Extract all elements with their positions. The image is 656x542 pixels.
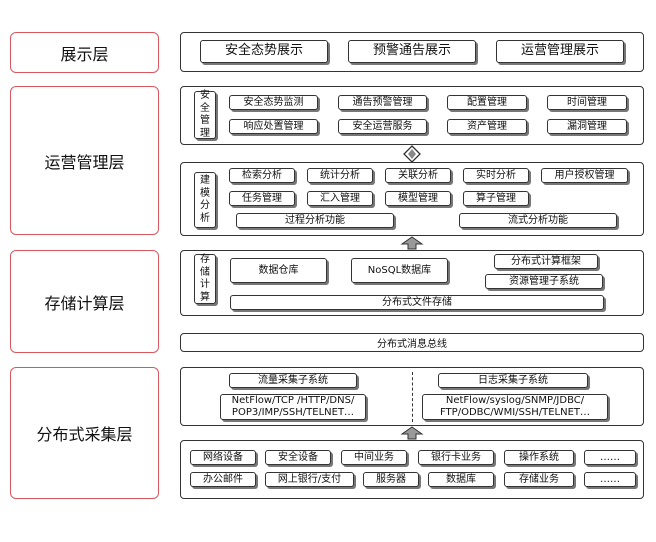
module-dist-file-storage: 分布式文件存储 xyxy=(230,295,604,310)
flow-collector-title: 流量采集子系统 xyxy=(229,373,357,388)
storage-compute-label-char: 计 xyxy=(200,279,210,290)
module-asset-mgmt: 资产管理 xyxy=(447,119,527,134)
module-alert-notice-mgmt: 通告预警管理 xyxy=(338,95,427,110)
module-nosql-db: NoSQL数据库 xyxy=(351,258,448,283)
module-realtime-analysis: 实时分析 xyxy=(463,168,529,183)
security-mgmt-label-char: 全 xyxy=(200,102,210,114)
module-stream-analysis: 流式分析功能 xyxy=(459,213,617,228)
bidirectional-arrow-icon xyxy=(403,145,421,163)
data-sources-panel xyxy=(180,440,644,499)
module-response-mgmt: 响应处置管理 xyxy=(229,119,318,134)
layer-label-collection: 分布式采集层 xyxy=(10,367,159,499)
security-mgmt-label-char: 管 xyxy=(200,115,210,126)
module-process-analysis: 过程分析功能 xyxy=(236,213,394,228)
source-online-banking: 网上银行/支付 xyxy=(265,472,354,487)
module-time-mgmt: 时间管理 xyxy=(547,95,627,110)
source-bank-card-business: 银行卡业务 xyxy=(418,450,494,465)
module-correlation-analysis: 关联分析 xyxy=(385,168,451,183)
source-more-1: …… xyxy=(584,450,636,465)
module-data-warehouse: 数据仓库 xyxy=(230,258,327,283)
up-arrow-icon xyxy=(400,236,424,250)
module-statistical-analysis: 统计分析 xyxy=(307,168,373,183)
module-security-monitoring: 安全态势监测 xyxy=(229,95,318,110)
module-config-mgmt: 配置管理 xyxy=(447,95,527,110)
modeling-label-char: 分 xyxy=(200,200,210,211)
source-database: 数据库 xyxy=(428,472,494,487)
display-item-alert-notice: 预警通告展示 xyxy=(348,40,476,63)
modeling-label-char: 析 xyxy=(200,212,210,224)
module-operator-mgmt: 算子管理 xyxy=(463,191,529,206)
module-resource-mgmt: 资源管理子系统 xyxy=(485,274,603,289)
modeling-label-char: 建 xyxy=(200,175,210,186)
source-operating-system: 操作系统 xyxy=(504,450,574,465)
module-retrieval-analysis: 检索分析 xyxy=(229,168,295,183)
source-more-2: …… xyxy=(584,472,636,487)
module-import-mgmt: 汇入管理 xyxy=(307,191,373,206)
storage-compute-label-char: 储 xyxy=(200,266,210,278)
module-security-ops-service: 安全运营服务 xyxy=(338,119,427,134)
collector-divider xyxy=(412,372,413,422)
message-bus: 分布式消息总线 xyxy=(180,333,644,352)
source-security-device: 安全设备 xyxy=(265,450,331,465)
modeling-label-char: 模 xyxy=(200,187,210,199)
source-middle-business: 中间业务 xyxy=(341,450,407,465)
layer-label-display: 展示层 xyxy=(10,32,159,73)
source-network-device: 网络设备 xyxy=(190,450,256,465)
flow-collector-protocols: NetFlow/TCP /HTTP/DNS/ POP3/IMP/SSH/TELN… xyxy=(220,394,366,420)
security-mgmt-label-char: 理 xyxy=(200,127,210,139)
source-server: 服务器 xyxy=(363,472,419,487)
storage-compute-label-char: 算 xyxy=(200,291,210,303)
modeling-label: 建 模 分 析 xyxy=(194,172,216,228)
log-collector-title: 日志采集子系统 xyxy=(438,373,588,388)
log-collector-protocols: NetFlow/syslog/SNMP/JDBC/ FTP/ODBC/WMI/S… xyxy=(422,394,608,420)
storage-compute-label: 存 储 计 算 xyxy=(194,254,216,304)
source-storage-business: 存储业务 xyxy=(504,472,574,487)
module-task-mgmt: 任务管理 xyxy=(229,191,295,206)
display-item-operation-mgmt: 运营管理展示 xyxy=(496,40,624,63)
module-user-authorization: 用户授权管理 xyxy=(541,168,628,183)
security-mgmt-label-char: 安 xyxy=(200,90,210,101)
layer-label-storage: 存储计算层 xyxy=(10,250,159,353)
module-dist-compute-framework: 分布式计算框架 xyxy=(494,254,598,269)
security-mgmt-label: 安 全 管 理 xyxy=(194,90,216,139)
storage-compute-label-char: 存 xyxy=(200,254,210,265)
layer-label-operation: 运营管理层 xyxy=(10,86,159,235)
up-arrow-icon xyxy=(400,426,424,440)
source-office-mail: 办公邮件 xyxy=(190,472,256,487)
display-item-security-situation: 安全态势展示 xyxy=(200,40,328,63)
module-model-mgmt: 模型管理 xyxy=(385,191,451,206)
module-vuln-mgmt: 漏洞管理 xyxy=(547,119,627,134)
